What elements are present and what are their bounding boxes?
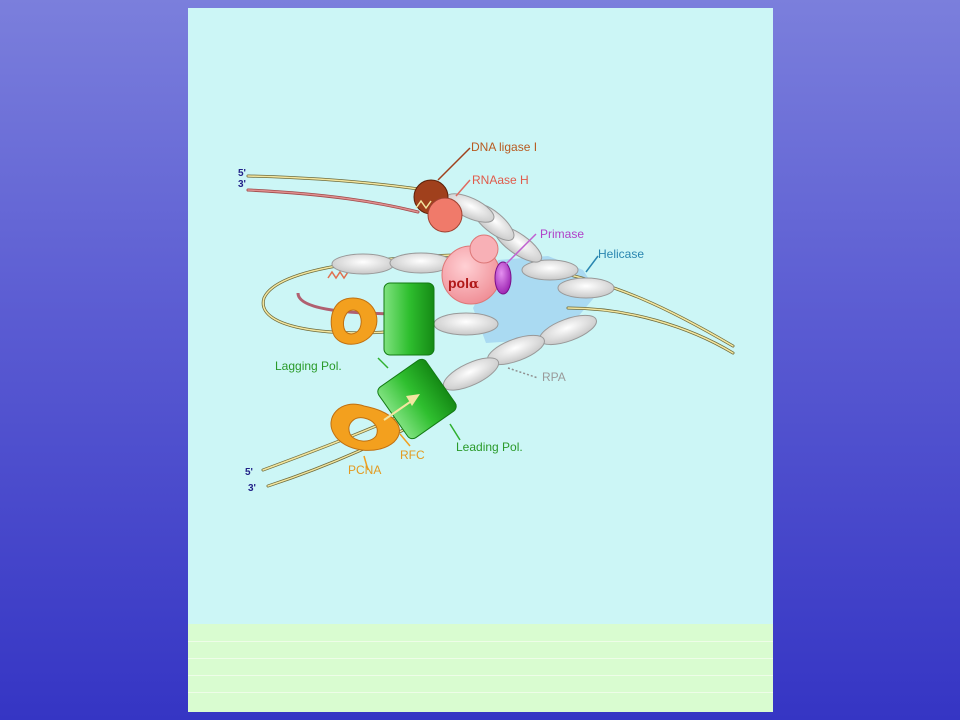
rna-primer-lagging [327,270,349,280]
replication-fork-diagram: DNA ligase I RNAase H Primase Helicase p… [238,140,735,494]
leading-polymerase-complex [330,358,457,451]
lagging-pcna-ring [330,297,378,345]
label-bottom-3: 3' [248,483,256,494]
leader-lines [363,147,599,471]
top-strand-3-core [247,189,419,213]
lagging-polymerase-complex [330,282,435,356]
footer-band [188,624,773,712]
ligase-leader [437,147,471,181]
pol-alpha-subunit [469,234,499,264]
primase-leader [505,233,537,265]
label-dna-ligase: DNA ligase I [471,140,537,154]
label-bottom-5: 5' [245,467,253,478]
label-rpa: RPA [542,370,566,384]
pol-alpha-complex [441,234,512,305]
band-line [188,641,773,642]
pcna-leader [363,455,369,471]
rfc-leader [399,433,411,447]
label-pol-alpha: polα [448,275,479,292]
rnase-h-shape [427,197,463,233]
label-leading-pol: Leading Pol. [456,440,523,454]
band-line [188,658,773,659]
leading-pol-shape [377,358,457,440]
helicase-leader [585,255,599,273]
label-primase: Primase [540,227,584,241]
label-top-5: 5' [238,168,246,179]
leading-pol-leader [449,423,461,441]
label-lagging-pol: Lagging Pol. [275,359,342,373]
lagging-pol-shape [383,282,435,356]
label-top-3: 3' [238,179,246,190]
nick-zigzag [415,199,432,210]
label-helicase: Helicase [598,247,644,261]
label-pcna: PCNA [348,463,381,477]
leading-arrowhead [406,394,420,406]
slide-panel: DNA ligase I RNAase H Primase Helicase p… [188,8,773,712]
top-strand-5 [246,174,440,194]
leading-pcna-ring [330,403,400,451]
leading-new-strand [383,401,411,421]
band-line [188,675,773,676]
rnase-leader [455,179,471,197]
right-strand-lower-core [567,307,734,354]
rpa-leader [507,367,539,379]
primase-shape [494,261,512,295]
rpa-beads-lower [433,312,597,391]
dna-ligase-rnase-complex [413,179,463,233]
band-line [188,692,773,693]
lagging-pol-leader [377,357,389,369]
label-rfc: RFC [400,448,425,462]
label-rnase-h: RNAase H [472,173,529,187]
top-strand-3 [246,188,420,214]
